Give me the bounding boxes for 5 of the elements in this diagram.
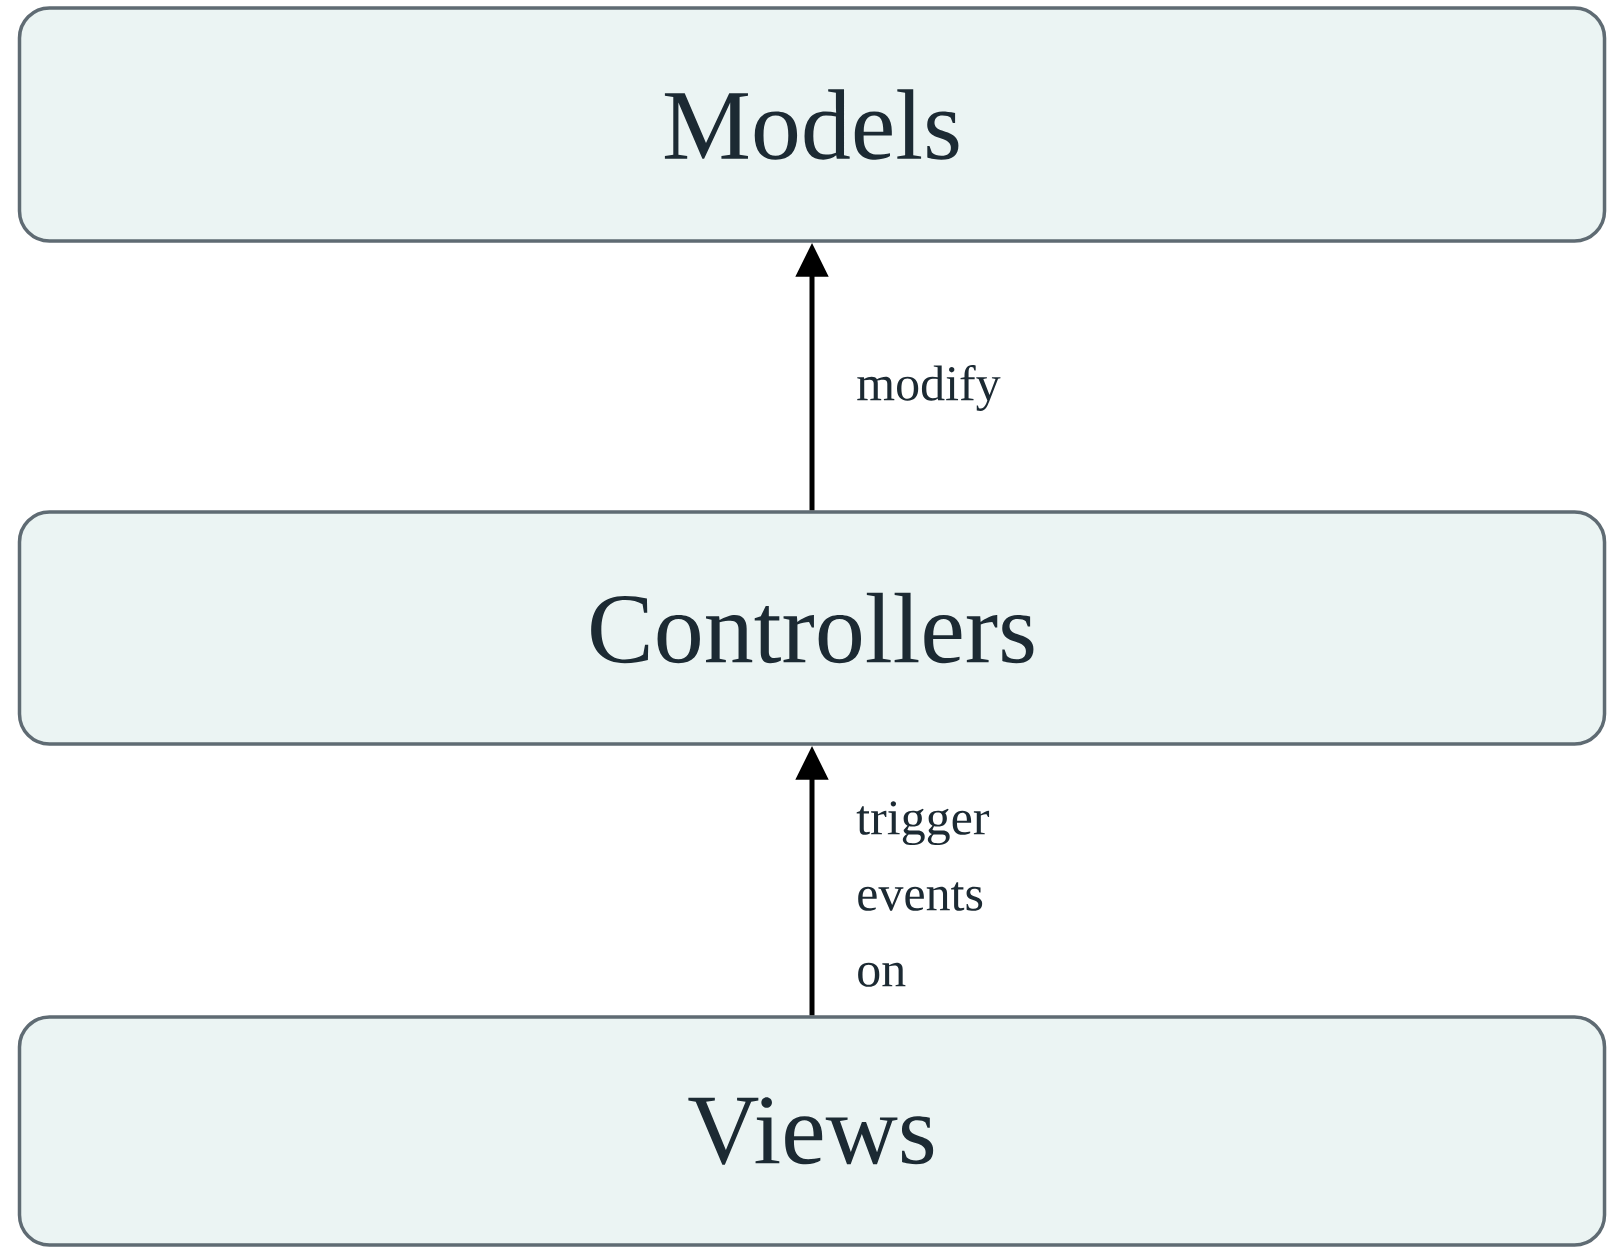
layer-box: Controllers	[17, 510, 1607, 746]
edge-label: modify	[857, 365, 1001, 411]
layer-box: Models	[17, 6, 1607, 243]
layer-box: Views	[17, 1015, 1607, 1247]
edge-label: trigger events on	[856, 801, 990, 987]
